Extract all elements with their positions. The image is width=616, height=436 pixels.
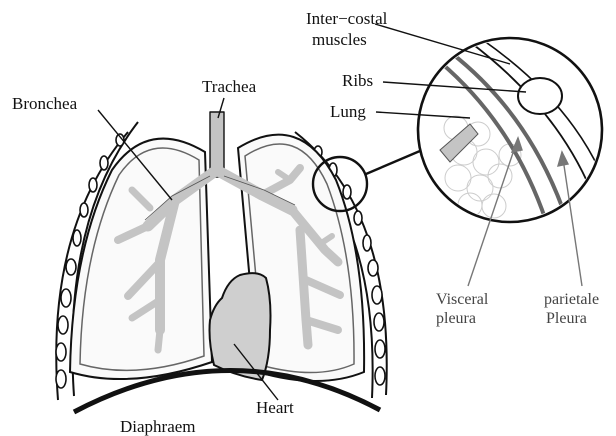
magnified-rib [518,78,562,114]
label-heart: Heart [256,398,294,417]
label-visceral-line2: pleura [436,310,476,327]
label-bronchea: Bronchea [12,94,78,113]
left-lung [70,139,212,379]
label-parietal-line1: parietale [544,291,599,308]
label-lung: Lung [330,102,366,121]
heart [210,273,271,380]
label-intercostal-line1: Inter−costal [306,9,388,28]
label-visceral-line1: Visceral [436,291,489,308]
label-trachea: Trachea [202,77,257,96]
label-ribs: Ribs [342,71,373,90]
label-parietal-line2: Pleura [546,310,587,327]
magnified-view [418,38,604,240]
label-diaphragm: Diaphraem [120,417,196,436]
label-intercostal-line2: muscles [312,30,367,49]
